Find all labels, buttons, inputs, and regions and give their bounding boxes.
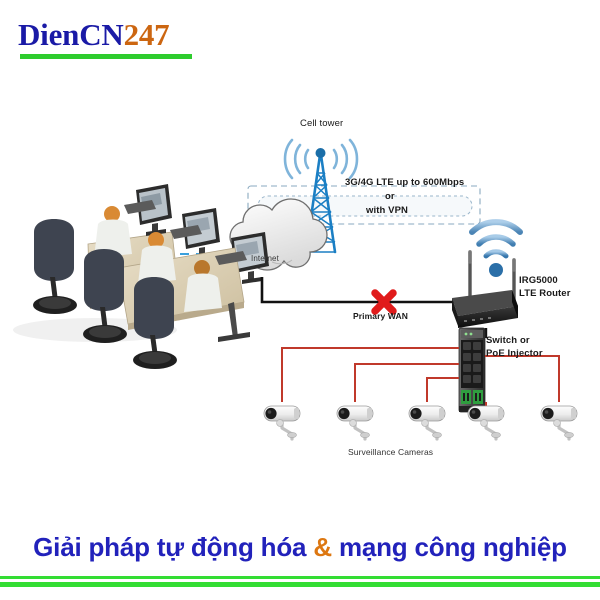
wifi-dot bbox=[489, 263, 503, 277]
label-cell-tower: Cell tower bbox=[300, 118, 344, 129]
office-chair-1 bbox=[33, 219, 77, 314]
poe-camera-cables bbox=[281, 347, 560, 412]
office-workstations-icon bbox=[13, 184, 269, 369]
bullet-camera-icon bbox=[540, 405, 578, 441]
bullet-camera-icon bbox=[263, 405, 301, 441]
label-switch-line1: Switch or bbox=[486, 335, 530, 346]
primary-wan-link bbox=[260, 277, 468, 315]
bullet-camera-icon bbox=[467, 405, 505, 441]
banner-text-after: mạng công nghiệp bbox=[331, 532, 567, 562]
banner-text-before: Giải pháp tự động hóa bbox=[33, 532, 314, 562]
topology-svg bbox=[13, 138, 578, 441]
poe-cable-3 bbox=[426, 377, 459, 402]
label-internet: Internet bbox=[251, 254, 279, 263]
office-chair-2 bbox=[83, 249, 127, 343]
red-x-icon bbox=[371, 289, 397, 315]
logo-text-primary: DienCN bbox=[18, 17, 124, 52]
network-switch-icon bbox=[458, 327, 486, 413]
office-chair-3 bbox=[133, 277, 177, 369]
logo-text-accent: 247 bbox=[123, 17, 170, 52]
label-primary-wan: Primary WAN bbox=[353, 311, 408, 321]
wifi-signal-icon bbox=[469, 219, 523, 277]
logo-text: DienCN247 bbox=[18, 18, 248, 52]
network-topology-diagram: Cell tower Internet 3G/4G LTE up to 600M… bbox=[0, 72, 600, 520]
label-switch-line2: PoE Injector bbox=[486, 348, 543, 359]
bottom-banner: Giải pháp tự động hóa & mạng công nghiệp bbox=[0, 520, 600, 600]
label-router-model: IRG5000 bbox=[519, 275, 558, 286]
label-surveillance-cameras: Surveillance Cameras bbox=[348, 447, 434, 457]
label-lte-vpn: with VPN bbox=[366, 205, 408, 216]
poe-cable-1 bbox=[281, 347, 459, 402]
label-lte-or: or bbox=[385, 191, 395, 202]
person-3 bbox=[184, 260, 222, 312]
poe-cable-5 bbox=[485, 355, 560, 402]
label-lte-speed: 3G/4G LTE up to 600Mbps bbox=[345, 177, 465, 188]
lte-router-icon bbox=[452, 250, 518, 328]
tower-top-node bbox=[315, 148, 326, 158]
bullet-camera-icon bbox=[336, 405, 374, 441]
bullet-camera-icon bbox=[408, 405, 446, 441]
tunnel-outer-rect bbox=[247, 185, 481, 225]
banner-tagline: Giải pháp tự động hóa & mạng công nghiệp bbox=[0, 532, 600, 563]
site-logo: DienCN247 bbox=[18, 18, 248, 64]
poe-cable-2 bbox=[354, 363, 459, 402]
banner-ampersand: & bbox=[313, 532, 332, 562]
banner-rule-bottom bbox=[0, 582, 600, 587]
person-1 bbox=[94, 206, 132, 258]
banner-rule-top bbox=[0, 576, 600, 579]
logo-underline bbox=[20, 54, 192, 59]
camera-row bbox=[263, 405, 578, 441]
label-router-type: LTE Router bbox=[519, 288, 571, 299]
wan-line bbox=[260, 277, 468, 304]
person-2 bbox=[138, 232, 176, 284]
